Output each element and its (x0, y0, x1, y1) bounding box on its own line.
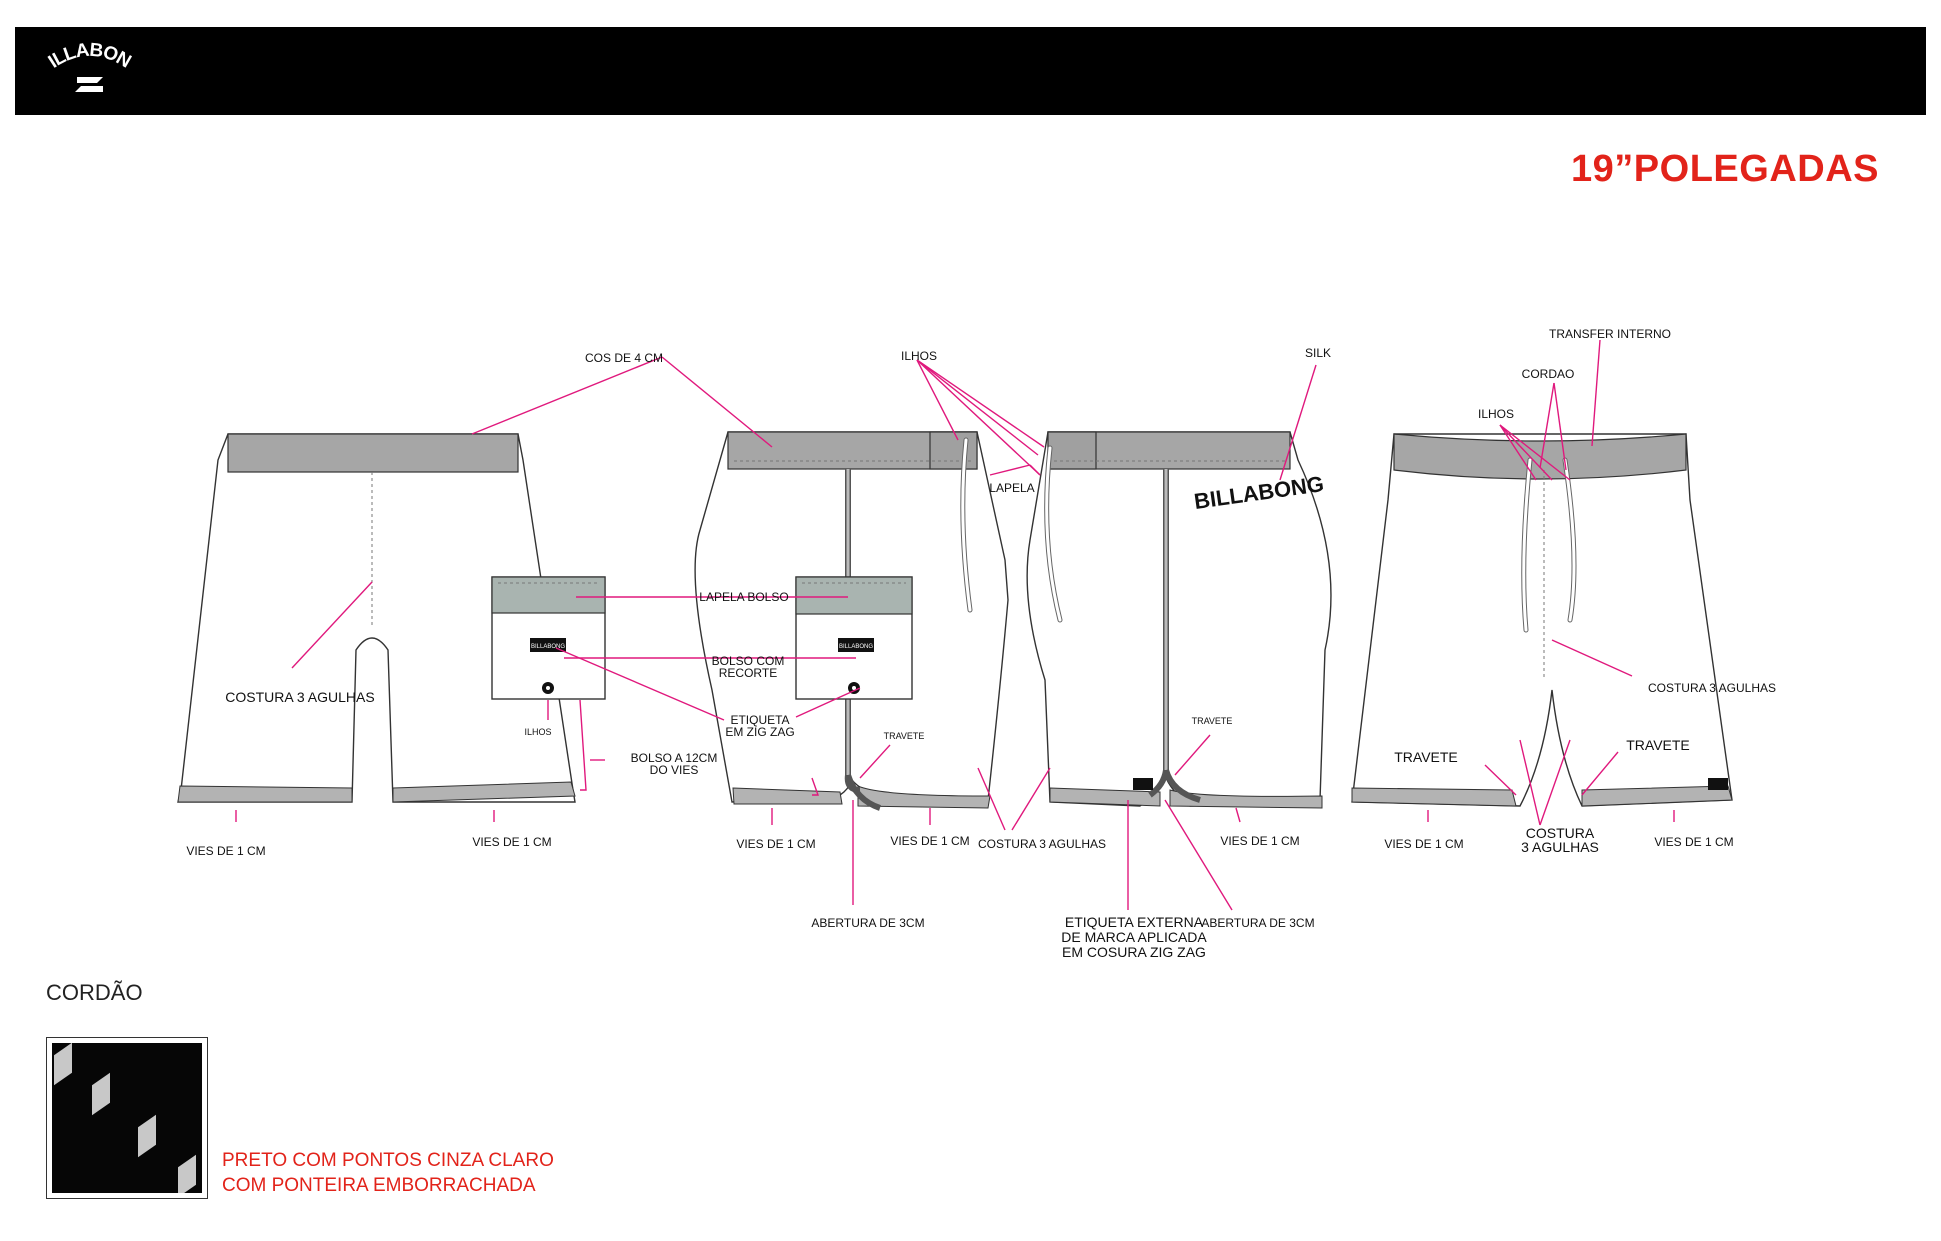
shorts-front-view: BILLABONG (694, 431, 1009, 811)
callout-bolso-12-2: DO VIES (650, 763, 699, 777)
callout-vies-4: VIES DE 1 CM (890, 834, 969, 848)
swatch-dot (178, 1154, 196, 1193)
callout-travete-1: TRAVETE (884, 731, 925, 741)
callout-cordao: CORDAO (1522, 367, 1575, 381)
callout-abertura-1: ABERTURA DE 3CM (811, 916, 924, 930)
svg-text:BILLABONG: BILLABONG (839, 644, 873, 650)
callout-costura-left: COSTURA 3 AGULHAS (225, 689, 374, 705)
callout-cos: COS DE 4 CM (585, 351, 663, 365)
callout-lapela: LAPELA (989, 481, 1034, 495)
brand-tag-icon (1708, 778, 1728, 790)
callout-silk: SILK (1305, 346, 1331, 360)
callout-etiqueta-zig-2: EM ZIG ZAG (725, 725, 794, 739)
callout-vies-5: VIES DE 1 CM (1220, 834, 1299, 848)
cordao-note-line1: PRETO COM PONTOS CINZA CLARO (222, 1150, 554, 1171)
callout-vies-7: VIES DE 1 CM (1654, 835, 1733, 849)
callout-vies-2: VIES DE 1 CM (472, 835, 551, 849)
callout-costura-3-1: COSTURA (1526, 825, 1595, 841)
callout-abertura-2: ABERTURA DE 3CM (1201, 916, 1314, 930)
woven-label-icon (838, 638, 874, 652)
callout-vies-6: VIES DE 1 CM (1384, 837, 1463, 851)
callout-transfer: TRANSFER INTERNO (1549, 327, 1671, 341)
page-heading: 19”POLEGADAS (1571, 148, 1879, 190)
callout-costura-right: COSTURA 3 AGULHAS (1648, 681, 1776, 695)
callout-etiqueta-ext-1: ETIQUETA EXTERNA (1065, 914, 1204, 930)
callout-ilhos-right: ILHOS (1478, 407, 1514, 421)
callout-ilhos-mid: ILHOS (901, 349, 937, 363)
svg-text:BILLABONG: BILLABONG (531, 644, 565, 650)
callout-ilhos-pocket: ILHOS (524, 727, 551, 737)
callout-bolso-12-1: BOLSO A 12CM (631, 751, 718, 765)
callout-etiqueta-ext-2: DE MARCA APLICADA (1061, 929, 1207, 945)
callout-vies-1: VIES DE 1 CM (186, 844, 265, 858)
shorts-back-view: BILLABONG (177, 433, 606, 803)
callout-travete-4: TRAVETE (1626, 737, 1690, 753)
callout-vies-3: VIES DE 1 CM (736, 837, 815, 851)
callout-bolso-recorte-1: BOLSO COM (712, 654, 785, 668)
cordao-note: PRETO COM PONTOS CINZA CLARO COM PONTEIR… (222, 1148, 554, 1198)
callout-costura-3-2: 3 AGULHAS (1521, 839, 1599, 855)
cordao-swatch-fill (52, 1043, 202, 1193)
callout-travete-3: TRAVETE (1394, 749, 1458, 765)
callout-etiqueta-ext-3: EM COSURA ZIG ZAG (1062, 944, 1206, 960)
brand-tag-icon (1133, 778, 1153, 790)
cordao-note-line2: COM PONTEIRA EMBORRACHADA (222, 1175, 536, 1196)
swatch-dot (54, 1043, 72, 1086)
callouts: COS DE 4 CM COSTURA 3 AGULHAS LAPELA BOL… (186, 327, 1776, 960)
callout-travete-2: TRAVETE (1192, 716, 1233, 726)
callout-costura-mid: COSTURA 3 AGULHAS (978, 837, 1106, 851)
swatch-dot (138, 1114, 156, 1158)
callout-etiqueta-zig-1: ETIQUETA (730, 713, 789, 727)
callout-bolso-recorte-2: RECORTE (719, 666, 777, 680)
shorts-side-view: BILLABONG (1026, 431, 1332, 809)
callout-lapela-bolso: LAPELA BOLSO (699, 590, 788, 604)
cordao-title: CORDÃO (46, 980, 143, 1005)
swatch-dot (92, 1072, 110, 1116)
cordao-swatch (46, 1037, 208, 1199)
callout-leaders (235, 339, 1675, 911)
